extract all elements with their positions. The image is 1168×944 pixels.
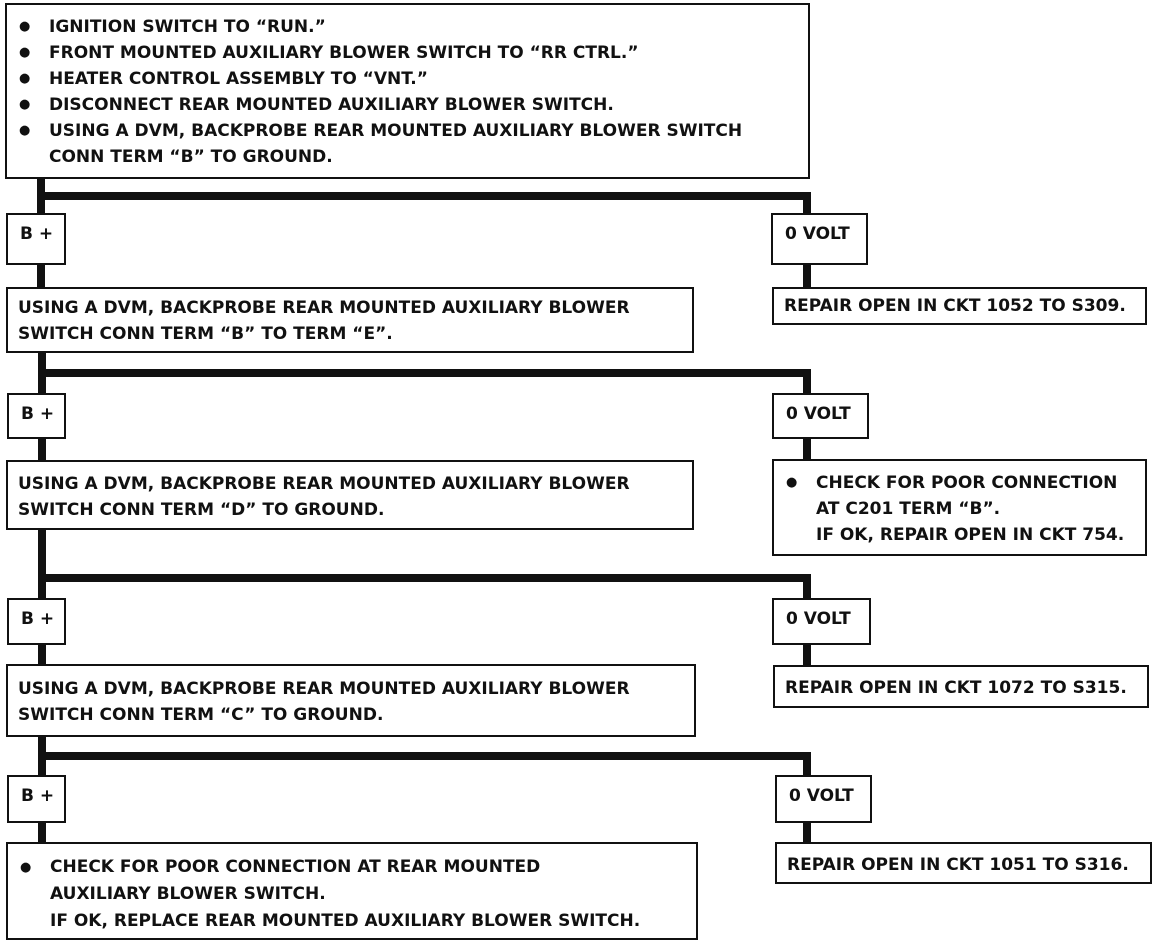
test-step-box: USING A DVM, BACKPROBE REAR MOUNTED AUXI… [6,287,694,353]
flow-line [803,369,811,395]
final-text: AUXILIARY BLOWER SWITCH. [50,884,326,904]
test-step-box: USING A DVM, BACKPROBE REAR MOUNTED AUXI… [6,460,694,530]
result-text: REPAIR OPEN IN CKT 1072 TO S315. [785,678,1127,698]
result-text: AT C201 TERM “B”. [816,499,1001,519]
no-result-box: CHECK FOR POOR CONNECTION AT C201 TERM “… [772,459,1147,556]
yes-label-box: B + [7,598,66,645]
no-result-box: REPAIR OPEN IN CKT 1052 TO S309. [772,287,1147,325]
flow-line [803,264,811,288]
start-item: USING A DVM, BACKPROBE REAR MOUNTED AUXI… [17,118,796,144]
flow-line [803,574,811,600]
start-item: HEATER CONTROL ASSEMBLY TO “VNT.” [17,66,796,92]
flow-line [38,644,46,666]
no-label-box: 0 VOLT [775,775,872,823]
flow-line [38,529,46,599]
flow-line [803,192,811,213]
step-text: SWITCH CONN TERM “B” TO TERM “E”. [18,324,393,344]
flow-line [803,822,811,844]
start-item: DISCONNECT REAR MOUNTED AUXILIARY BLOWER… [17,92,796,118]
step-text: USING A DVM, BACKPROBE REAR MOUNTED AUXI… [18,298,630,318]
final-step-box: CHECK FOR POOR CONNECTION AT REAR MOUNTE… [6,842,698,940]
no-label-box: 0 VOLT [771,213,868,265]
flow-line [38,437,46,461]
step-text: USING A DVM, BACKPROBE REAR MOUNTED AUXI… [18,474,630,494]
result-text: REPAIR OPEN IN CKT 1052 TO S309. [784,296,1126,316]
no-result-box: REPAIR OPEN IN CKT 1051 TO S316. [775,842,1152,884]
flow-line [38,752,811,760]
flow-line [803,644,811,666]
yes-label-box: B + [7,393,66,439]
start-instructions-box: IGNITION SWITCH TO “RUN.” FRONT MOUNTED … [5,3,810,179]
no-label-box: 0 VOLT [772,393,869,439]
flow-line [803,438,811,460]
flow-line [37,264,45,288]
result-text: REPAIR OPEN IN CKT 1051 TO S316. [787,855,1129,875]
start-item: FRONT MOUNTED AUXILIARY BLOWER SWITCH TO… [17,40,796,66]
flow-line [37,192,811,200]
flow-line [38,574,811,582]
flow-line [38,369,811,377]
start-item-continued: CONN TERM “B” TO GROUND. [49,147,333,167]
step-text: USING A DVM, BACKPROBE REAR MOUNTED AUXI… [18,679,630,699]
no-label-box: 0 VOLT [772,598,871,645]
no-result-box: REPAIR OPEN IN CKT 1072 TO S315. [773,665,1149,708]
step-text: SWITCH CONN TERM “C” TO GROUND. [18,705,384,725]
final-bullet: CHECK FOR POOR CONNECTION AT REAR MOUNTE… [18,854,684,881]
step-text: SWITCH CONN TERM “D” TO GROUND. [18,500,385,520]
yes-label-box: B + [6,213,66,265]
flow-line [803,752,811,778]
flow-line [38,822,46,844]
test-step-box: USING A DVM, BACKPROBE REAR MOUNTED AUXI… [6,664,696,737]
result-bullet: CHECK FOR POOR CONNECTION [784,470,1133,496]
start-item: IGNITION SWITCH TO “RUN.” [17,14,796,40]
result-text: IF OK, REPAIR OPEN IN CKT 754. [816,525,1125,545]
final-text: IF OK, REPLACE REAR MOUNTED AUXILIARY BL… [50,911,641,931]
yes-label-box: B + [7,775,66,823]
